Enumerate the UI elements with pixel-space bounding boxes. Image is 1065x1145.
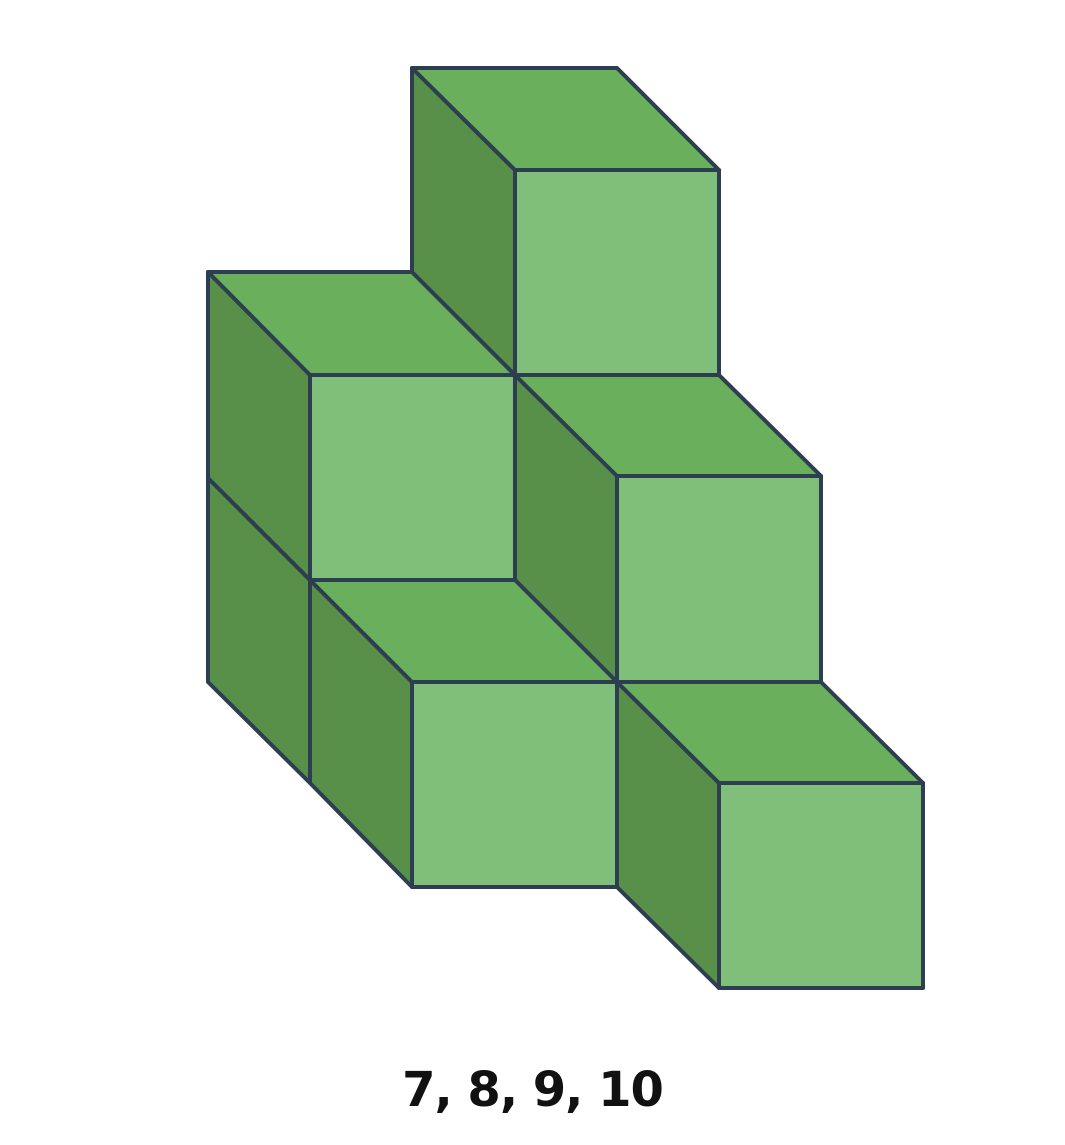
cube-top-tower-front-face	[513, 168, 721, 377]
answer-options-label: 7, 8, 9, 10	[402, 1062, 664, 1118]
cube-middle-right-front-face	[615, 474, 823, 684]
cube-upper-left-front-face	[308, 373, 517, 582]
cube-bottom-left-front-face	[410, 680, 619, 889]
cube-bottom-right-front-face	[717, 781, 925, 990]
cube-stack-figure	[206, 66, 925, 990]
